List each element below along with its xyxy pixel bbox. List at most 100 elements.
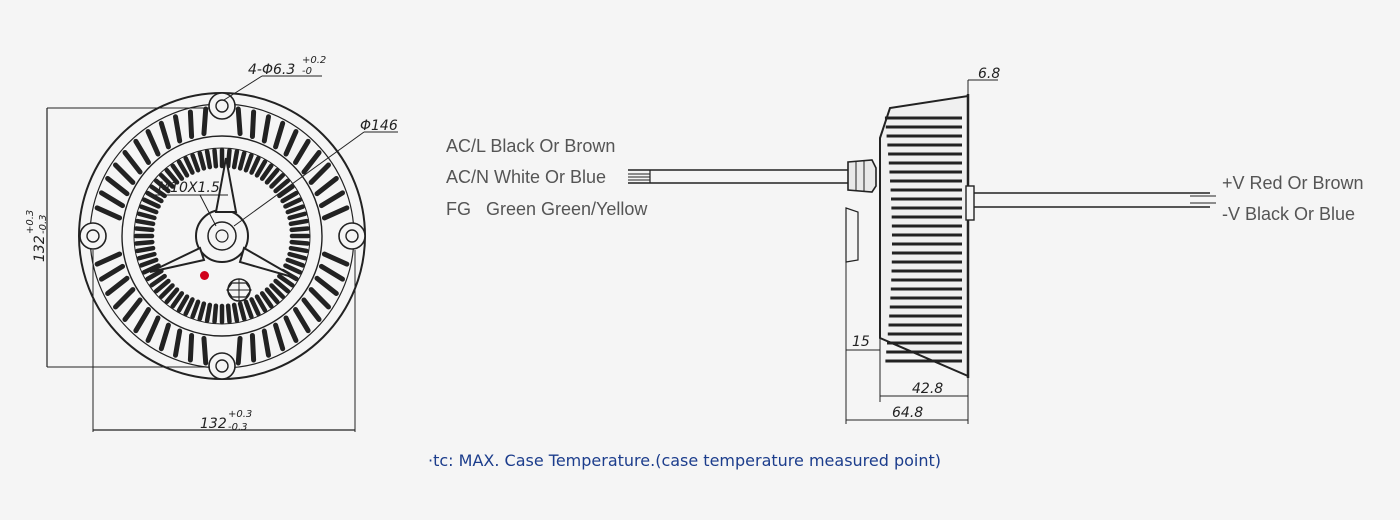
inner-fin [287,211,308,221]
hole-tol-upper: +0.2 [302,55,326,66]
inner-fin [269,283,286,300]
outer-fin [261,114,271,144]
outer-fin [133,307,151,334]
inner-fin [158,172,175,189]
mounting-hole [215,99,229,113]
outer-fin [314,175,339,197]
inner-fin [264,287,280,305]
inner-fin [134,226,155,233]
input-wire-fg-label: FG Green Green/Yellow [446,199,648,219]
outer-fin [321,205,350,221]
inner-fin [145,268,164,282]
side-bracket [845,207,859,263]
inner-fin [141,197,161,209]
outer-fin [318,190,346,209]
inner-fin [170,163,185,181]
outer-fin [105,275,130,297]
thread-leader [199,194,217,227]
input-wire-acn-label: AC/N White Or Blue [446,167,607,187]
inner-fin [149,184,167,199]
outer-fin [273,322,286,352]
center-hub [195,209,249,263]
mounting-hole [345,229,359,243]
side-view [628,79,1216,424]
inner-fin [176,159,190,178]
inner-fin [212,148,219,169]
mounting-hole-boss [208,352,236,380]
inner-fin [237,301,247,322]
outer-fin [308,287,331,310]
inner-fin [212,303,219,324]
inner-fin [259,163,274,181]
thread-label: M10X1.5 [158,180,220,196]
height-dim-group: 132 +0.3 -0.3 [25,210,49,262]
outer-fin [122,297,143,322]
inner-fin [138,204,159,215]
outer-fin [98,190,126,209]
inner-fin [287,251,308,261]
outer-fin [249,332,257,363]
output-bushing [965,185,975,221]
front-view [46,75,398,432]
outer-fin [187,109,195,140]
inner-fin [190,152,201,173]
outer-fin [187,332,195,363]
inner-fin [273,178,291,194]
output-wire-vplus-label: +V Red Or Brown [1222,173,1364,193]
inner-fin [197,301,207,322]
inner-fin [273,278,291,294]
outer-fin [122,150,143,175]
spoke-top [214,157,238,213]
outer-fin [308,162,331,185]
outer-fin [145,315,161,343]
outer-fin [133,138,151,165]
inner-fin [158,283,175,300]
outer-fin [145,129,161,157]
inner-fin [135,245,156,254]
input-wire-acl-label: AC/L Black Or Brown [446,136,616,156]
outer-fin [283,315,299,343]
outer-fin [283,129,299,157]
outer-fin [261,328,271,358]
mounting-hole-boss [79,222,107,250]
outer-fin [314,275,339,297]
hole-leader [223,75,263,101]
inner-fin [288,245,309,254]
inner-fin [285,257,306,268]
dim-15-label: 15 [852,334,870,350]
outer-fin [273,120,286,150]
outer-fin [293,307,311,334]
inner-fin [280,190,299,204]
inner-fin [149,273,167,288]
dim-top-label: 6.8 [978,66,1000,82]
middle-ring [121,135,323,337]
inner-fin [183,297,195,317]
inner-fin [231,149,240,170]
inner-fin [197,150,207,171]
inner-fin [289,239,310,246]
inner-fin [254,159,268,178]
inner-fin [269,172,286,189]
width-dim-label: 132 [200,416,227,432]
inner-fin [264,167,280,185]
inner-fin [136,251,157,261]
inner-fin [134,239,155,246]
height-dim-label: 132 [32,235,48,262]
outer-fin [94,205,123,221]
outer-fin [105,175,130,197]
inner-fin [259,291,274,309]
outer-fin [98,263,126,282]
outer-fin [158,322,171,352]
spoke-right [238,246,297,279]
diameter-leader [233,131,365,227]
inner-fins [133,147,311,325]
inner-fin [288,218,309,227]
inner-fin [164,287,180,305]
inner-fin [145,190,164,204]
inner-fin [153,278,171,294]
output-wire-vminus-label: -V Black Or Blue [1222,204,1356,224]
side-fins [884,116,962,363]
outer-fin [94,251,123,267]
outer-fin [173,328,183,358]
